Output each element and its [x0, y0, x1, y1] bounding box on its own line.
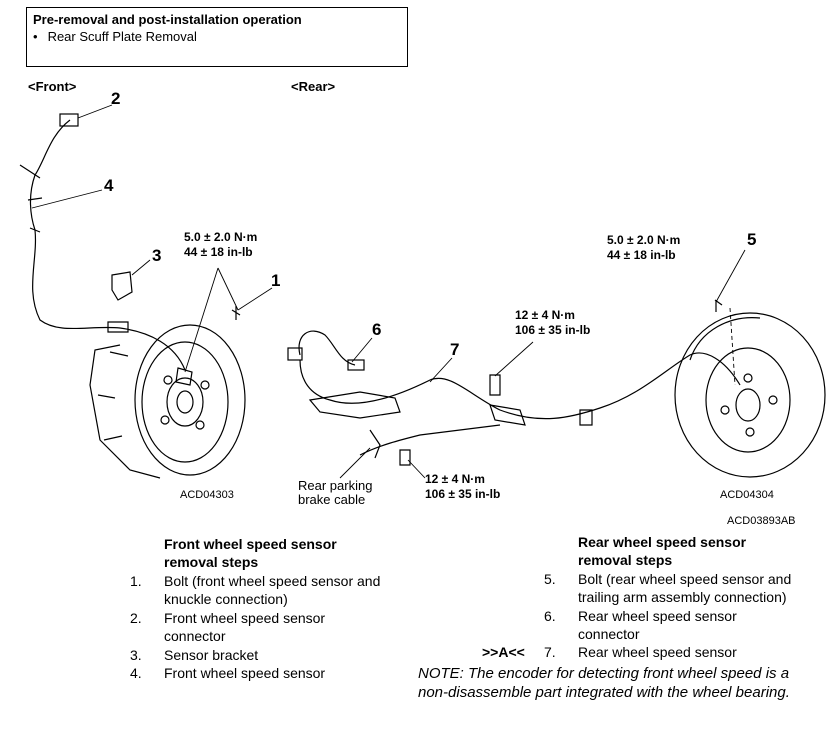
front-view-label: <Front>: [28, 79, 77, 94]
callout-6: 6: [372, 320, 382, 339]
front-brake-disc: [89, 324, 246, 479]
rear-steps-heading: Rear wheel speed sensor removal steps: [578, 534, 747, 568]
pre-removal-title: Pre-removal and post-installation operat…: [33, 12, 302, 27]
callout-3: 3: [152, 246, 162, 265]
rear-sensor-harness: [287, 299, 741, 466]
pre-removal-item: Rear Scuff Plate Removal: [33, 29, 197, 44]
leader-lines: [31, 104, 746, 479]
figure-code-rear: ACD04304: [720, 489, 774, 501]
callout-7: 7: [450, 340, 460, 359]
note-text: NOTE: The encoder for detecting front wh…: [418, 665, 790, 701]
front-sensor-harness: [19, 113, 193, 386]
front-bolt-shape: [231, 306, 241, 320]
callout-4: 4: [104, 176, 114, 195]
rear-view-label: <Rear>: [291, 79, 336, 94]
pre-removal-box: Pre-removal and post-installation operat…: [26, 7, 408, 67]
rear-brake-drum: [674, 312, 826, 478]
figure-code-main: ACD03893AB: [727, 515, 796, 527]
rear-step-7-mark: >>A<<: [482, 644, 525, 660]
parking-brake-cable: [359, 424, 501, 456]
callout-2: 2: [111, 89, 121, 108]
cable-bracket: [369, 429, 381, 459]
figure-code-front: ACD04303: [180, 489, 234, 501]
callout-5: 5: [747, 230, 757, 249]
callout-1: 1: [271, 271, 281, 290]
front-steps-heading: Front wheel speed sensor removal steps: [164, 536, 337, 570]
